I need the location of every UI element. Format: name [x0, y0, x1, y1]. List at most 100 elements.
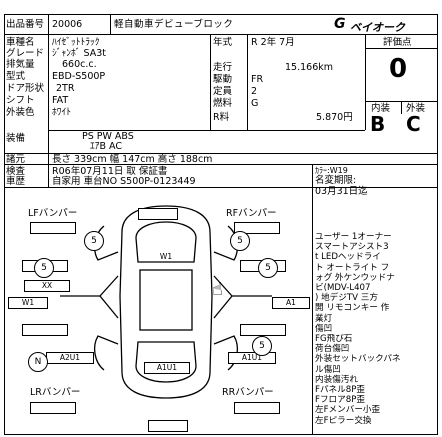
damage-code-a1u1-center: A1U1 [144, 362, 190, 374]
name-change-label: 名変期限: [315, 175, 357, 186]
mileage-label: 走行 [213, 62, 233, 73]
fuel: G [251, 98, 259, 109]
hand-cursor-icon: ☝ [212, 279, 223, 300]
rule [4, 187, 437, 188]
rule [210, 34, 211, 130]
history-label: 車歴 [6, 176, 26, 187]
door-shape: 2TR [56, 83, 75, 94]
exterior-color-label: 外装色 [6, 107, 35, 118]
r-price: 5.870円 [316, 112, 353, 123]
interior-label: 内装 [371, 103, 391, 114]
rule [48, 130, 365, 131]
circle-mark: 5 [84, 231, 104, 251]
displacement: 660c.c. [62, 59, 97, 70]
note-line: 開 リモコンキー 作 [315, 303, 390, 314]
rr-bumper-box [234, 402, 280, 414]
note-line: 左Fピラー交換 [315, 415, 372, 426]
year-label: 年式 [213, 37, 233, 48]
exterior-grade: C [406, 112, 421, 136]
rule [4, 34, 437, 35]
right-rear-box [240, 324, 286, 336]
r-price-label: R料 [213, 112, 230, 123]
shift: FAT [52, 95, 69, 106]
lf-bumper-box [30, 222, 76, 234]
rule [247, 34, 248, 130]
grade: ｼﾞｬﾝﾎﾞ SA3t [52, 48, 106, 59]
note-line: 業灯 [315, 313, 333, 324]
note-line: 荷台傷凹 [315, 344, 350, 355]
rule [365, 34, 366, 130]
inspection-text: R06年07月11日 取 保証書 [52, 166, 168, 177]
exterior-label: 外装 [406, 103, 426, 114]
border-left [4, 14, 5, 435]
capacity: 2 [251, 86, 258, 97]
capacity-label: 定員 [213, 86, 233, 97]
note-line: FG飛び石 [315, 334, 353, 345]
damage-code-w1-left: W1 [8, 297, 48, 309]
year: R 2年 7月 [251, 37, 295, 48]
listing-number: 20006 [52, 19, 83, 30]
note-line: ォグ 外ケンウッドナ [315, 272, 395, 283]
rear-box [148, 420, 188, 432]
car-name-label: 車種名 [6, 37, 35, 48]
note-line: 傷凹 [315, 323, 333, 334]
circle-mark: 5 [252, 336, 272, 356]
equipment-line1: PS PW ABS [82, 131, 134, 142]
rule [110, 14, 111, 34]
dimensions-text: 長さ 339cm 幅 147cm 高さ 188cm [52, 154, 213, 165]
circle-mark: 5 [230, 231, 250, 251]
fuel-label: 燃料 [213, 98, 233, 109]
lf-bumper-label: LFバンパー [28, 208, 78, 219]
drive-label: 駆動 [213, 74, 233, 85]
note-line: t LEDヘッドライ [315, 252, 381, 263]
border-right [437, 14, 438, 435]
rule [312, 164, 313, 434]
note-line: ユーザー 1オーナー [315, 232, 392, 242]
name-change-date: 03月31日迄 [315, 186, 368, 197]
lr-bumper-box [30, 402, 76, 414]
damage-code-a1: A1 [272, 297, 310, 309]
rr-bumper-label: RRバンパー [222, 387, 274, 398]
rule [365, 48, 437, 49]
rf-bumper-label: RFバンパー [226, 208, 277, 219]
lr-bumper-label: LRバンパー [30, 387, 81, 398]
rule [401, 101, 402, 114]
damage-code-xx: XX [24, 280, 70, 292]
exterior-color: ﾎﾜｲﾄ [52, 107, 72, 118]
rule [4, 164, 437, 165]
note-line: Fフロア8P歪 [315, 395, 365, 406]
drive: FR [251, 74, 264, 85]
dimensions-label: 諸元 [6, 154, 26, 165]
evaluation-score: 0 [389, 54, 408, 84]
note-line: 外装セットバックパネ [315, 354, 401, 365]
note-line: 内装傷汚れ [315, 374, 358, 385]
sheet-title: 軽自動車デビューブロック [114, 19, 234, 30]
logo-mark: G [334, 16, 346, 32]
grade-label: グレード [6, 48, 45, 59]
circle-mark-n: N [28, 352, 48, 372]
border-top [4, 14, 437, 15]
note-line: ル傷凹 [315, 364, 341, 375]
note-line: Fパネル8P歪 [315, 385, 365, 396]
damage-code-a2u1: A2U1 [46, 352, 94, 364]
roof-front-box [138, 208, 178, 220]
history-text: 自家用 車台NO S500P-0123449 [52, 176, 196, 187]
rule [4, 153, 437, 154]
rf-bumper-box [234, 222, 280, 234]
circle-mark: 5 [34, 258, 54, 278]
damage-code-a1u1-right: A1U1 [228, 352, 276, 364]
displacement-label: 排気量 [6, 59, 35, 70]
equipment-line2: ｴｱB AC [90, 141, 123, 152]
interior-grade: B [370, 112, 386, 136]
border-bottom [4, 434, 437, 435]
car-name: ﾊｲｾﾞｯﾄﾄﾗｯｸ [52, 37, 100, 48]
model: EBD-S500P [52, 71, 106, 82]
mileage: 15.166km [285, 62, 333, 73]
equipment-label: 装備 [6, 133, 26, 144]
damage-code-w1-top: W1 [159, 252, 173, 261]
shift-label: シフト [6, 95, 35, 106]
note-line: ト オートライト フ [315, 262, 390, 273]
